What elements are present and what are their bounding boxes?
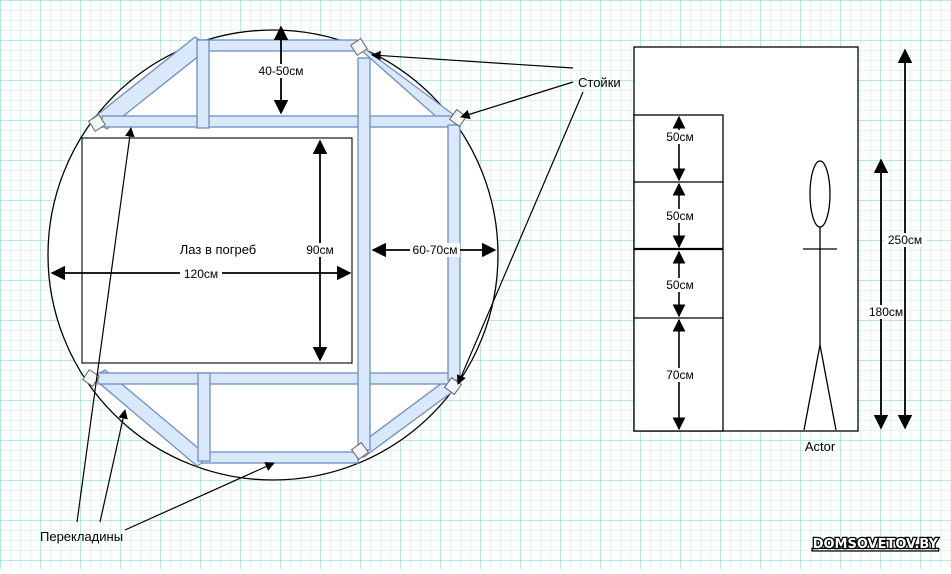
dimension-label-120: 120см [184, 267, 218, 281]
posts-callout-line [371, 50, 574, 69]
crossbars-callout-line [76, 127, 135, 523]
beam-bottom [201, 451, 359, 464]
actor-head [809, 160, 831, 228]
height-label-180: 180см [869, 305, 903, 319]
dimension-label-bg [302, 243, 338, 257]
frame-beams [90, 36, 464, 467]
posts-callout-line [460, 81, 574, 120]
cellar-hatch-label: Лаз в погреб [180, 242, 256, 257]
post-marker [350, 38, 368, 56]
side-view-diagram: 50см 50см 50см 70см Actor 180см 250см [633, 46, 926, 454]
beam-lower [97, 372, 461, 385]
post-top-left [196, 39, 210, 129]
post-center-right [357, 57, 371, 451]
shelf-label-3: 50см [666, 278, 694, 292]
dimension-label-60-70: 60-70см [413, 243, 458, 257]
posts-label: Стойки [578, 75, 621, 90]
dimension-label-bg [866, 305, 906, 319]
beam-top [199, 39, 358, 52]
post-markers [82, 38, 468, 461]
shelf-label-bottom: 70см [666, 368, 694, 382]
dimension-label-40-50: 40-50см [259, 64, 304, 78]
shelf-label-2: 50см [666, 209, 694, 223]
dimension-label-bg [180, 266, 222, 280]
top-view-diagram: Лаз в погреб 120см 90см 40-50см 60-70см [47, 25, 499, 481]
dimension-label-bg [665, 278, 695, 292]
post-bottom-left [197, 372, 211, 462]
dimension-label-bg [410, 243, 460, 257]
dimension-label-90: 90см [306, 243, 334, 257]
posts-callout-line [456, 91, 584, 385]
crossbars-callout-line [124, 462, 275, 531]
actor-leg-left [803, 344, 821, 431]
dimension-label-bg [884, 233, 926, 247]
dimension-label-bg [665, 209, 695, 223]
post-marker [88, 114, 106, 132]
actor-label: Actor [805, 439, 836, 454]
post-marker [350, 441, 370, 461]
beam-upper [101, 115, 459, 128]
watermark-logo: DOMSOVETOV.BY [813, 537, 939, 552]
crossbars-callout [76, 127, 275, 531]
crossbars-label: Перекладины [40, 529, 123, 544]
crossbars-callout-line [99, 409, 128, 523]
dimension-label-bg [665, 368, 695, 382]
posts-callout [371, 50, 584, 385]
actor-leg-right [819, 344, 837, 431]
shelf-label-1: 50см [666, 130, 694, 144]
height-label-250: 250см [888, 233, 922, 247]
dimension-label-bg [255, 64, 307, 78]
actor-figure [803, 160, 837, 431]
dimension-label-bg [665, 130, 695, 144]
